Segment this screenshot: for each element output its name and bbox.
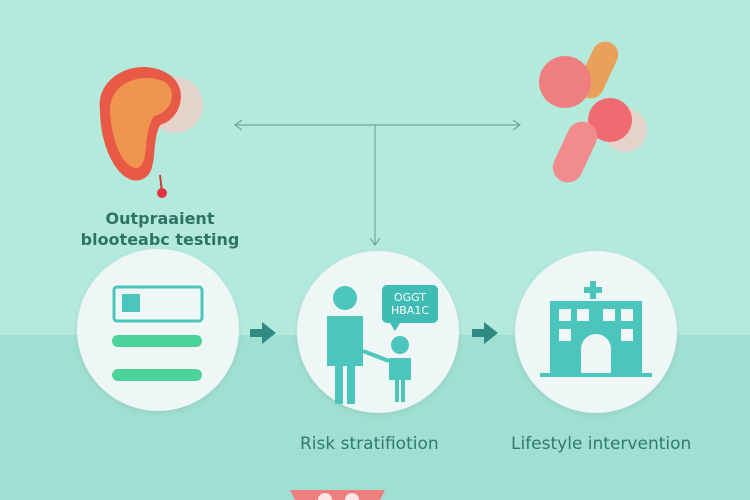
parent-child-icon	[327, 286, 411, 404]
step-risk-circle: OGGT HBA1C	[297, 251, 459, 413]
arrow-right-icon	[250, 322, 276, 344]
step3-label: Lifestyle intervention	[511, 434, 692, 454]
step-testing-circle	[77, 249, 239, 411]
step-lifestyle-circle	[515, 251, 677, 413]
step2-label: Risk stratifiotion	[300, 434, 439, 454]
bubble-line1: OGGT	[393, 291, 427, 304]
bubble-line2: HBA1C	[390, 304, 430, 317]
decorative-bottom-shape	[290, 490, 385, 500]
connector-lines	[233, 119, 522, 247]
pills-icon	[539, 41, 647, 183]
arrow-right-icon	[472, 322, 498, 344]
lab-report-icon	[112, 285, 204, 381]
test-speech-bubble: OGGT HBA1C	[382, 285, 438, 331]
step1-label-line2: blooteabc testing	[80, 230, 240, 249]
hospital-icon	[540, 281, 652, 377]
step1-label-line1: Outpraaient	[105, 209, 215, 228]
pancreas-icon	[99, 67, 203, 198]
